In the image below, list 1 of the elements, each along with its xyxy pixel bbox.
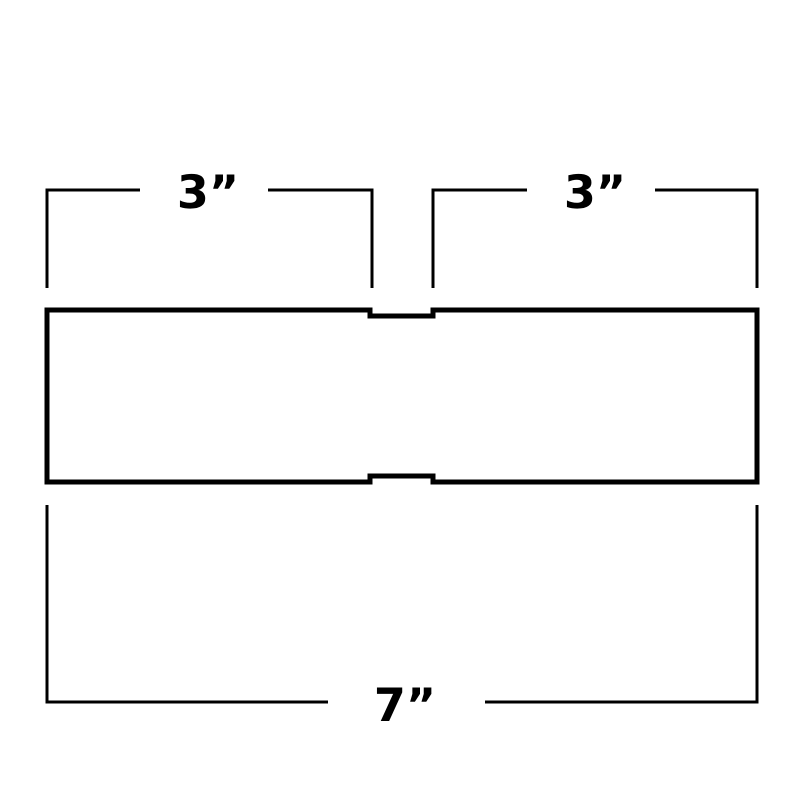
pipe-outline [44, 308, 760, 484]
